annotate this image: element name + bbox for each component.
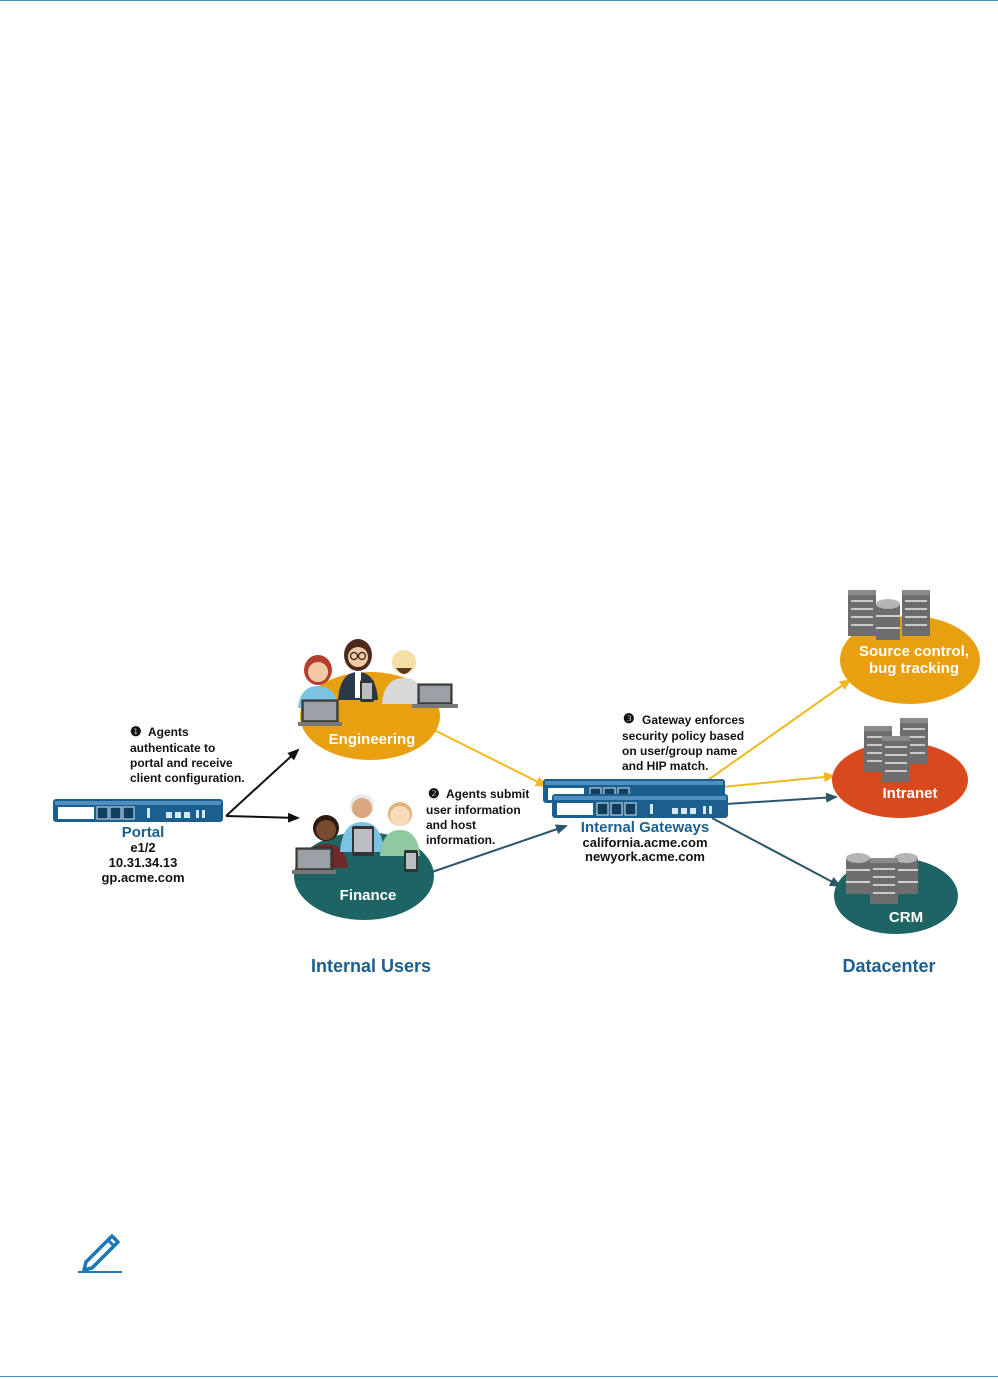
portal-to-finance-arrow [225, 812, 300, 823]
finance-to-gateway-arrow [431, 824, 568, 873]
step-1-line-2: authenticate to [130, 741, 215, 755]
gateways-line-1: california.acme.com [583, 835, 708, 850]
bottom-border-rule [0, 1376, 998, 1377]
pencil-note-icon [78, 1234, 122, 1273]
intranet-label: Intranet [882, 785, 937, 802]
portal-line-1: e1/2 [130, 840, 155, 855]
step-3-line-4: and HIP match. [622, 759, 708, 773]
step-1-line-3: portal and receive [130, 756, 233, 770]
step-1-line-4: client configuration. [130, 771, 245, 785]
top-border-rule [0, 0, 998, 1]
internal-users-label: Internal Users [311, 956, 431, 976]
crm-label: CRM [889, 909, 923, 926]
portal-line-3: gp.acme.com [101, 870, 184, 885]
source-control-label-line-2: bug tracking [869, 660, 959, 677]
step-1-line-1: Agents [148, 725, 189, 739]
source-control-ellipse [840, 616, 980, 704]
gateway-to-intranet-yellow-arrow [711, 772, 836, 789]
gateways-line-2: newyork.acme.com [585, 849, 705, 864]
gateways-title: Internal Gateways [581, 819, 709, 836]
engineering-to-gateway-arrow [429, 727, 548, 787]
portal-to-engineering-arrow [225, 748, 300, 817]
finance-label: Finance [340, 887, 397, 904]
gateway-to-source-control-arrow [707, 678, 852, 781]
datacenter-label: Datacenter [842, 956, 935, 976]
step-3-number: ❸ [623, 711, 635, 726]
step-2-line-3: and host [426, 818, 476, 832]
portal-title: Portal [122, 824, 165, 841]
step-2-line-1: Agents submit [446, 787, 529, 801]
portal-firewall-device [53, 799, 223, 822]
step-2-number: ❷ [428, 786, 440, 801]
finance-people-illustration [292, 794, 420, 874]
source-control-label-line-1: Source control, [859, 643, 969, 660]
internal-gateway-device-front [552, 794, 728, 818]
step-1-number: ❶ [130, 724, 142, 739]
portal-line-2: 10.31.34.13 [109, 855, 178, 870]
globalprotect-internal-gateway-diagram: Portal e1/2 10.31.34.13 gp.acme.com ❶ Ag… [53, 589, 980, 976]
step-3-line-2: security policy based [622, 729, 744, 743]
step-2-line-2: user information [426, 803, 521, 817]
source-control-servers-icon [847, 589, 931, 641]
engineering-label: Engineering [329, 731, 416, 748]
engineering-people-illustration [298, 639, 458, 726]
step-3-line-3: on user/group name [622, 744, 738, 758]
gateway-to-intranet-dark-arrow [725, 792, 838, 805]
step-2-line-4: information. [426, 833, 495, 847]
gateway-to-crm-arrow [711, 817, 842, 887]
step-3-line-1: Gateway enforces [642, 713, 745, 727]
